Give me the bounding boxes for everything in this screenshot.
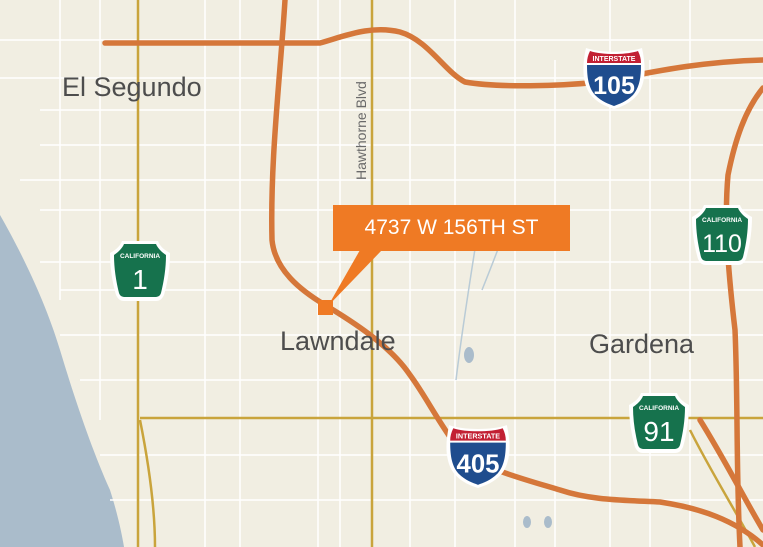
svg-text:INTERSTATE: INTERSTATE: [593, 56, 636, 63]
svg-text:CALIFORNIA: CALIFORNIA: [702, 217, 742, 224]
pond: [523, 516, 531, 528]
place-label-el-segundo: El Segundo: [62, 72, 202, 102]
svg-text:CALIFORNIA: CALIFORNIA: [120, 253, 160, 260]
place-label-lawndale: Lawndale: [280, 326, 396, 356]
street-label-hawthorne-blvd: Hawthorne Blvd: [353, 81, 369, 180]
interstate-105-shield-icon: INTERSTATE 105: [583, 48, 645, 109]
ocean: [0, 215, 124, 547]
california-1-shield-icon: CALIFORNIA 1: [110, 241, 170, 301]
svg-text:91: 91: [643, 416, 674, 447]
callout-pointer: [328, 250, 382, 306]
freeways: [102, 0, 763, 547]
svg-text:405: 405: [457, 451, 500, 479]
california-110-shield-icon: CALIFORNIA 110: [692, 205, 752, 265]
svg-text:CALIFORNIA: CALIFORNIA: [639, 405, 679, 412]
svg-text:110: 110: [702, 230, 742, 258]
pond: [544, 516, 552, 528]
pond: [464, 347, 474, 363]
location-marker[interactable]: [318, 300, 333, 315]
svg-text:1: 1: [132, 264, 148, 295]
svg-text:105: 105: [593, 72, 635, 100]
interstate-405-shield-icon: INTERSTATE 405: [446, 425, 510, 488]
place-label-gardena: Gardena: [589, 329, 695, 359]
svg-text:INTERSTATE: INTERSTATE: [456, 432, 500, 441]
california-91-shield-icon: CALIFORNIA 91: [629, 393, 689, 453]
address-callout[interactable]: 4737 W 156TH ST: [333, 205, 570, 251]
